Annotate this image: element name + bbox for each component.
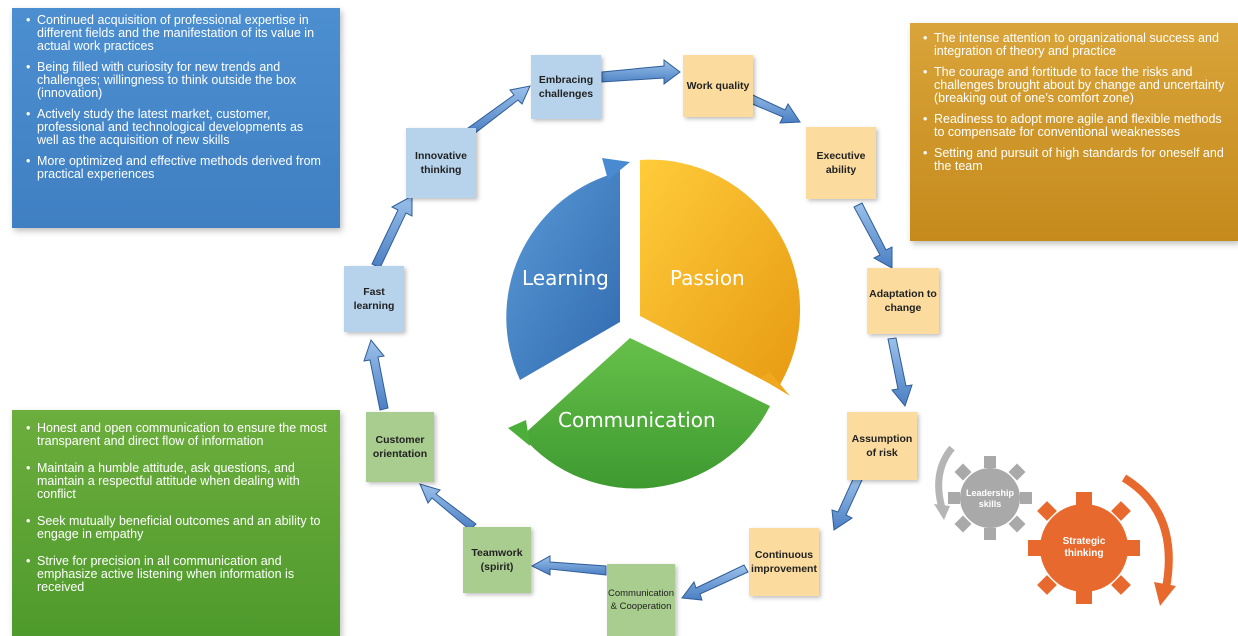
passion-point: Setting and pursuit of high standards fo… [923,147,1228,173]
leadership-skills-label: Leadership skills [965,488,1014,509]
work-quality-box: Work quality [683,55,753,117]
strategic-thinking-label: Strategic thinking [1062,536,1106,559]
passion-segment [640,159,801,388]
arrow-connector [831,476,863,531]
arrow-connector [363,338,389,411]
arrow-connector [467,85,531,135]
passion-label: Passion [670,266,745,290]
learning-point: Actively study the latest market, custom… [26,108,328,147]
strategic-rotation-arrow [1121,474,1173,589]
leadership-rotation-arrow [935,445,955,509]
leadership-gear [948,456,1032,540]
fast-learning-box: Fast learning [344,266,404,332]
learning-label: Learning [522,266,609,290]
communication-arrowhead [508,420,530,446]
passion-point: The intense attention to organizational … [923,32,1228,58]
leadership-rotation-arrowhead [934,504,950,520]
learning-arrowhead [602,158,630,180]
innovative-thinking-box: Innovative thinking [406,128,476,198]
arrow-connector [419,483,477,531]
communication-point: Maintain a humble attitude, ask question… [26,462,328,501]
arrow-connector [371,195,413,269]
arrow-connector [530,555,607,576]
communication-description-panel: Honest and open communication to ensure … [12,410,340,636]
passion-point: The courage and fortitude to face the ri… [923,66,1228,105]
learning-point: More optimized and effective methods der… [26,155,328,181]
learning-segment [506,170,620,380]
communication-cooperation-box: Communication & Cooperation [607,564,675,636]
learning-point: Continued acquisition of professional ex… [26,14,328,53]
arrow-connector [853,202,893,269]
embracing-challenges-box: Embracing challenges [531,55,601,119]
assumption-of-risk-box: Assumption of risk [847,412,917,480]
executive-ability-box: Executive ability [806,127,876,199]
learning-point: Being filled with curiosity for new tren… [26,61,328,100]
passion-point: Readiness to adopt more agile and flexib… [923,113,1228,139]
customer-orientation-box: Customer orientation [366,412,434,482]
communication-point: Seek mutually beneficial outcomes and an… [26,515,328,541]
communication-label: Communication [558,408,716,432]
passion-arrowhead [760,372,790,396]
communication-point: Honest and open communication to ensure … [26,422,328,448]
strategic-gear [1028,492,1140,604]
communication-point: Strive for precision in all communicatio… [26,555,328,594]
learning-description-panel: Continued acquisition of professional ex… [12,8,340,228]
arrow-connector [887,337,913,408]
communication-segment [522,338,770,489]
continuous-improvement-box: Continuous improvement [749,528,819,596]
teamwork-box: Teamwork (spirit) [463,527,531,593]
arrow-connector [601,59,681,85]
strategic-rotation-arrowhead [1154,582,1176,606]
passion-description-panel: The intense attention to organizational … [910,23,1238,241]
adaptation-to-change-box: Adaptation to change [867,268,939,334]
arrow-connector [681,564,749,601]
